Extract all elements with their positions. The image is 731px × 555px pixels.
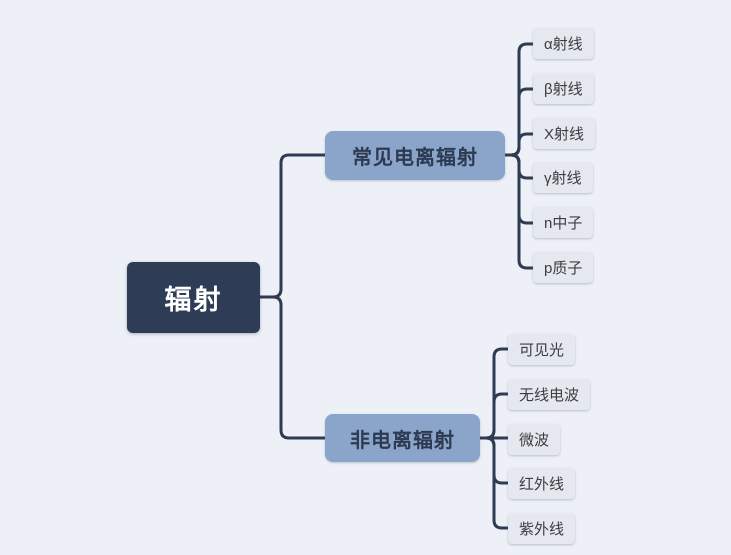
leaf-node-infrared[interactable]: 红外线 — [508, 468, 576, 499]
leaf-node-radio-wave[interactable]: 无线电波 — [508, 379, 591, 410]
root-node[interactable]: 辐射 — [127, 262, 260, 333]
branch-node-non-ionizing[interactable]: 非电离辐射 — [325, 414, 480, 462]
branch-node-ionizing[interactable]: 常见电离辐射 — [325, 131, 505, 180]
leaf-node-gamma[interactable]: γ射线 — [533, 162, 593, 193]
leaf-node-alpha[interactable]: α射线 — [533, 28, 594, 59]
leaf-node-proton[interactable]: p质子 — [533, 252, 594, 283]
leaf-node-xray[interactable]: X射线 — [533, 118, 596, 149]
leaf-node-beta[interactable]: β射线 — [533, 73, 594, 104]
leaf-node-microwave[interactable]: 微波 — [508, 424, 561, 455]
leaf-node-neutron[interactable]: n中子 — [533, 207, 594, 238]
leaf-node-ultraviolet[interactable]: 紫外线 — [508, 513, 576, 544]
leaf-node-visible-light[interactable]: 可见光 — [508, 334, 576, 365]
